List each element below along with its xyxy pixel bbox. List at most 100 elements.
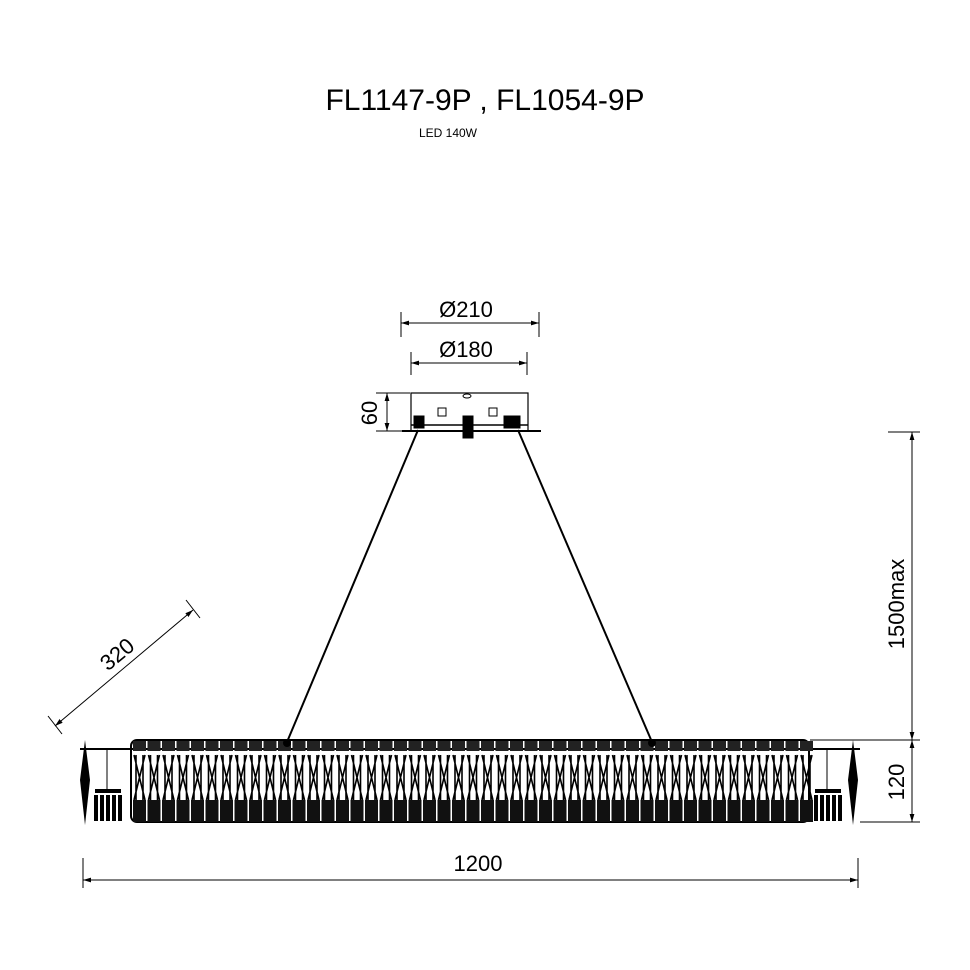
crystal-drop — [684, 800, 697, 822]
crystal-top — [365, 741, 378, 751]
end-crystal-left — [80, 740, 90, 825]
crystal-prism — [539, 754, 552, 801]
crystal-drop — [669, 800, 683, 822]
end-crystal-right — [848, 740, 858, 825]
crystal-prism — [481, 754, 494, 801]
dim-canopy-height — [376, 392, 410, 432]
crystal-top — [742, 741, 755, 751]
crystal-prism — [191, 754, 204, 801]
crystal-prism — [669, 754, 683, 801]
dim-body-height — [860, 740, 920, 823]
crystal-prism — [147, 754, 161, 801]
crystal-drop — [307, 800, 320, 822]
crystal-top — [785, 741, 799, 751]
crystal-drop — [234, 800, 248, 822]
dim-length — [82, 858, 859, 888]
crystal-drop — [524, 800, 538, 822]
crystal-prism — [553, 754, 567, 801]
canopy — [402, 392, 541, 439]
pendant-drop-left — [94, 795, 98, 821]
dim-suspension — [810, 431, 920, 741]
crystal-top — [466, 741, 480, 751]
crystal-drop — [176, 800, 190, 822]
crystal-drop — [263, 800, 277, 822]
crystal-prism — [452, 754, 465, 801]
crystal-prism — [655, 754, 668, 801]
crystal-prism — [162, 754, 175, 801]
crystal-drop — [336, 800, 349, 822]
crystal-top — [263, 741, 277, 751]
crystal-prism — [234, 754, 248, 801]
crystal-drop — [466, 800, 480, 822]
crystal-top — [800, 741, 813, 751]
crystal-top — [640, 741, 654, 751]
crystal-drop — [365, 800, 378, 822]
crystal-drop — [249, 800, 262, 822]
crystal-prism — [568, 754, 581, 801]
crystal-prism — [510, 754, 523, 801]
dim-suspension-label: 1500max — [884, 559, 909, 650]
crystal-drop — [785, 800, 799, 822]
crystal-prism — [365, 754, 378, 801]
crystal-prism — [626, 754, 639, 801]
dim-canopy-outer — [400, 312, 540, 337]
crystal-prism — [220, 754, 233, 801]
crystal-top — [205, 741, 219, 751]
crystal-drop — [278, 800, 291, 822]
crystal-top — [553, 741, 567, 751]
crystal-drop — [423, 800, 436, 822]
crystal-top — [379, 741, 393, 751]
crystal-top — [394, 741, 407, 751]
crystal-prism — [408, 754, 422, 801]
crystal-drop — [771, 800, 784, 822]
crystal-prism — [249, 754, 262, 801]
crystal-prism — [350, 754, 364, 801]
crystal-prism — [742, 754, 755, 801]
crystal-prism — [379, 754, 393, 801]
crystal-prism — [336, 754, 349, 801]
pendant-drop-right — [826, 795, 830, 821]
crystal-prism — [756, 754, 770, 801]
crystal-top — [321, 741, 335, 751]
crystal-drop — [321, 800, 335, 822]
crystal-top — [713, 741, 726, 751]
crystal-drop — [655, 800, 668, 822]
pendant-drop-left — [118, 795, 122, 821]
crystal-top — [655, 741, 668, 751]
pendant-bar-right — [815, 789, 841, 793]
crystal-drop — [713, 800, 726, 822]
dim-depth-label: 320 — [95, 633, 139, 676]
crystal-drop — [220, 800, 233, 822]
crystal-top — [756, 741, 770, 751]
crystal-drop — [379, 800, 393, 822]
crystal-top — [669, 741, 683, 751]
crystal-top — [626, 741, 639, 751]
crystal-top — [336, 741, 349, 751]
crystal-drop — [611, 800, 625, 822]
crystal-prism — [466, 754, 480, 801]
crystal-top — [452, 741, 465, 751]
crystal-top — [147, 741, 161, 751]
pendant-drop-right — [838, 795, 842, 821]
crystal-prism — [684, 754, 697, 801]
pendant-drop-left — [106, 795, 110, 821]
crystal-drop — [800, 800, 813, 822]
model-title: FL1147-9P , FL1054-9P — [325, 84, 644, 117]
crystal-top — [176, 741, 190, 751]
crystal-prism — [495, 754, 509, 801]
crystal-prism — [263, 754, 277, 801]
pendant-drop-left — [112, 795, 116, 821]
crystal-top — [220, 741, 233, 751]
crystal-prism — [785, 754, 799, 801]
crystal-drop — [408, 800, 422, 822]
crystal-top — [234, 741, 248, 751]
crystal-drop — [350, 800, 364, 822]
crystal-prism — [278, 754, 291, 801]
crystal-top — [510, 741, 523, 751]
crystal-drop — [756, 800, 770, 822]
crystal-top — [481, 741, 494, 751]
crystal-prism — [524, 754, 538, 801]
crystal-drop — [553, 800, 567, 822]
